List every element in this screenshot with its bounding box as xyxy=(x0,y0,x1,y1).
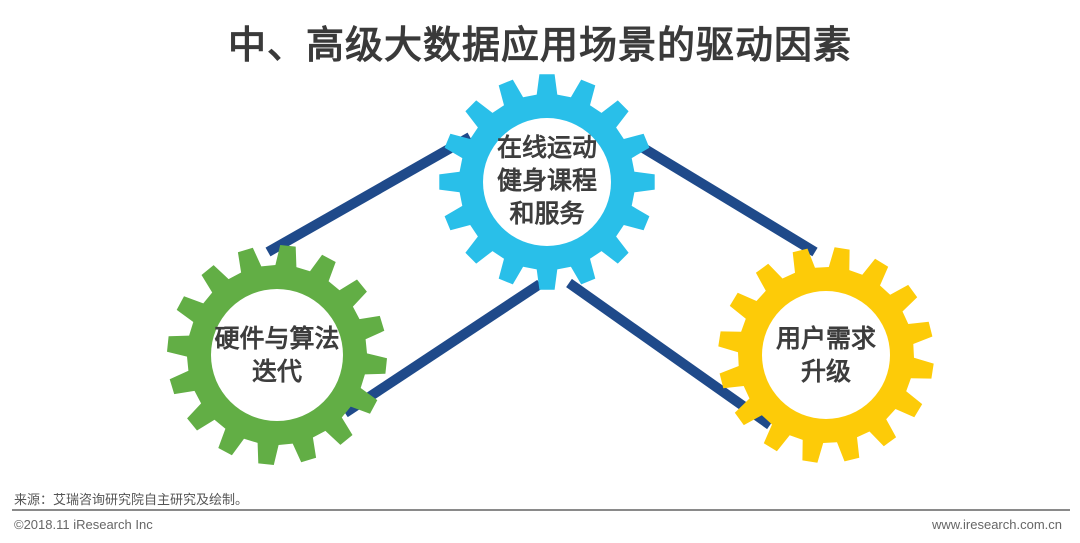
copyright: ©2018.11 iResearch Inc xyxy=(14,517,153,532)
gear-left-icon xyxy=(167,245,387,465)
gear-top-line1: 在线运动 xyxy=(496,133,597,162)
belt-right-bottom xyxy=(566,278,773,430)
source-note: 来源：艾瑞咨询研究院自主研究及绘制。 xyxy=(14,493,249,508)
gear-top-line3: 和服务 xyxy=(509,199,585,228)
belt-left-bottom xyxy=(342,279,543,418)
belt-right-top xyxy=(632,138,818,257)
page-title: 中、高级大数据应用场景的驱动因素 xyxy=(227,23,852,67)
gear-right-line2: 升级 xyxy=(800,357,851,386)
belt-left-top xyxy=(265,132,473,257)
gear-label-left: 硬件与算法 迭代 xyxy=(192,322,362,388)
gear-top-icon xyxy=(439,74,655,290)
gear-right-line1: 用户需求 xyxy=(775,324,876,353)
website-link[interactable]: www.iresearch.com.cn xyxy=(931,517,1062,532)
belt-lines xyxy=(265,132,818,430)
gear-top-line2: 健身课程 xyxy=(496,166,597,195)
gear-left-line1: 硬件与算法 xyxy=(214,324,340,353)
gear-right-icon xyxy=(718,247,934,463)
gear-left-line2: 迭代 xyxy=(251,357,302,386)
gear-label-top: 在线运动 健身课程 和服务 xyxy=(467,131,627,230)
footer-divider xyxy=(12,509,1070,511)
gear-label-right: 用户需求 升级 xyxy=(746,322,906,388)
